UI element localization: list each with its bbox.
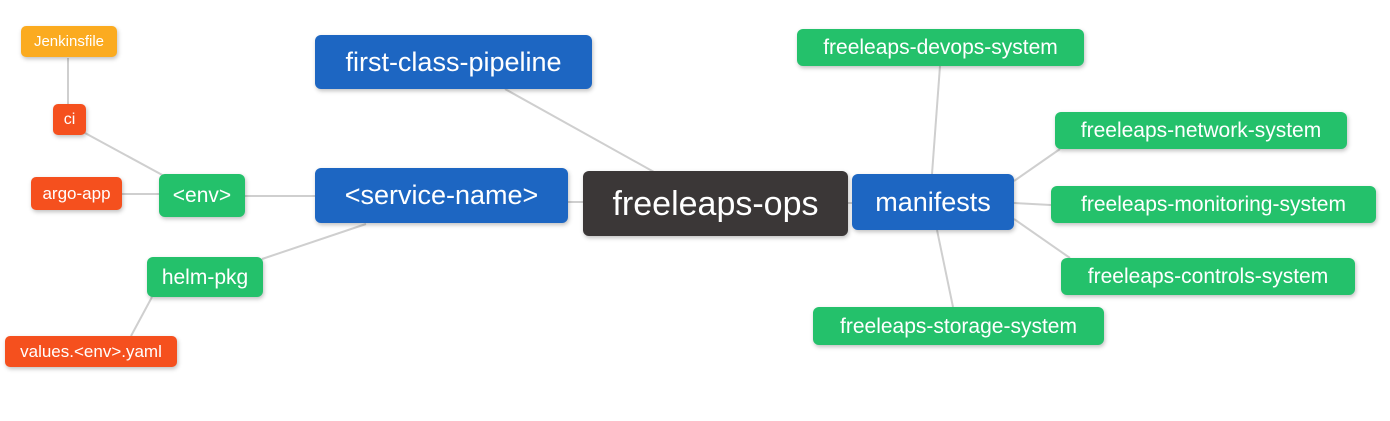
node-freeleaps-network-system[interactable]: freeleaps-network-system — [1055, 112, 1347, 149]
edge-manifests-network-system — [1013, 148, 1061, 182]
edge-ci-env — [84, 132, 167, 178]
node-ci[interactable]: ci — [53, 104, 86, 135]
node-first-class-pipeline[interactable]: first-class-pipeline — [315, 35, 592, 89]
node-freeleaps-devops-system[interactable]: freeleaps-devops-system — [797, 29, 1084, 66]
edge-manifests-devops-system — [931, 65, 941, 175]
edge-manifests-storage-system — [936, 229, 954, 308]
edge-manifests-controls-system — [1013, 218, 1071, 259]
edge-manifests-monitoring-system — [1013, 202, 1052, 206]
node-jenkinsfile[interactable]: Jenkinsfile — [21, 26, 117, 57]
node-freeleaps-ops-root[interactable]: freeleaps-ops — [583, 171, 848, 236]
edge-helm-pkg-values-env-yaml — [130, 296, 153, 337]
edge-service-name-helm-pkg — [261, 223, 367, 260]
node-freeleaps-controls-system[interactable]: freeleaps-controls-system — [1061, 258, 1355, 295]
node-freeleaps-monitoring-system[interactable]: freeleaps-monitoring-system — [1051, 186, 1376, 223]
edge-first-class-pipeline-ops — [504, 88, 655, 173]
node-argo-app[interactable]: argo-app — [31, 177, 122, 210]
node-service-name[interactable]: <service-name> — [315, 168, 568, 223]
node-env[interactable]: <env> — [159, 174, 245, 217]
node-values-env-yaml[interactable]: values.<env>.yaml — [5, 336, 177, 367]
node-manifests[interactable]: manifests — [852, 174, 1014, 230]
node-freeleaps-storage-system[interactable]: freeleaps-storage-system — [813, 307, 1104, 345]
node-helm-pkg[interactable]: helm-pkg — [147, 257, 263, 297]
